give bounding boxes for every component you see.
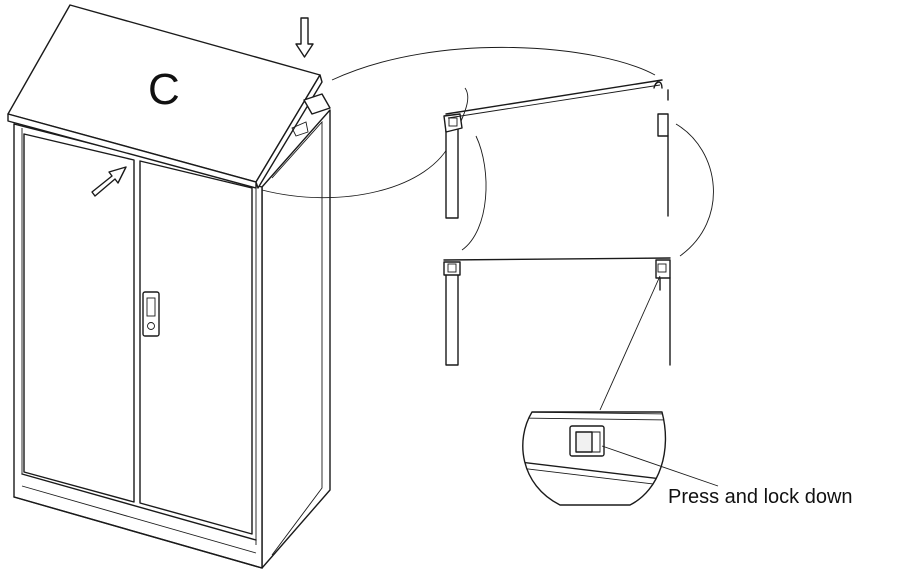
down-arrow-icon [295,17,314,58]
detail-open-position [443,79,714,257]
top-panel: C [7,4,331,189]
cabinet-side-panel [261,109,331,569]
cabinet-base [13,473,263,569]
magnified-detail [522,411,719,506]
diagonal-arrow-icon [91,166,127,197]
hinge-bracket [303,93,331,115]
right-door [139,160,253,535]
detail-closed-position [443,257,671,411]
callout-leader [601,445,719,487]
lock-clip-icon [569,425,605,457]
callout-label: Press and lock down [668,486,853,508]
door-handle-icon [142,291,160,337]
left-door [23,133,135,503]
cabinet [13,109,331,569]
part-label: C [148,65,180,114]
detail-lead-curve [331,46,656,81]
